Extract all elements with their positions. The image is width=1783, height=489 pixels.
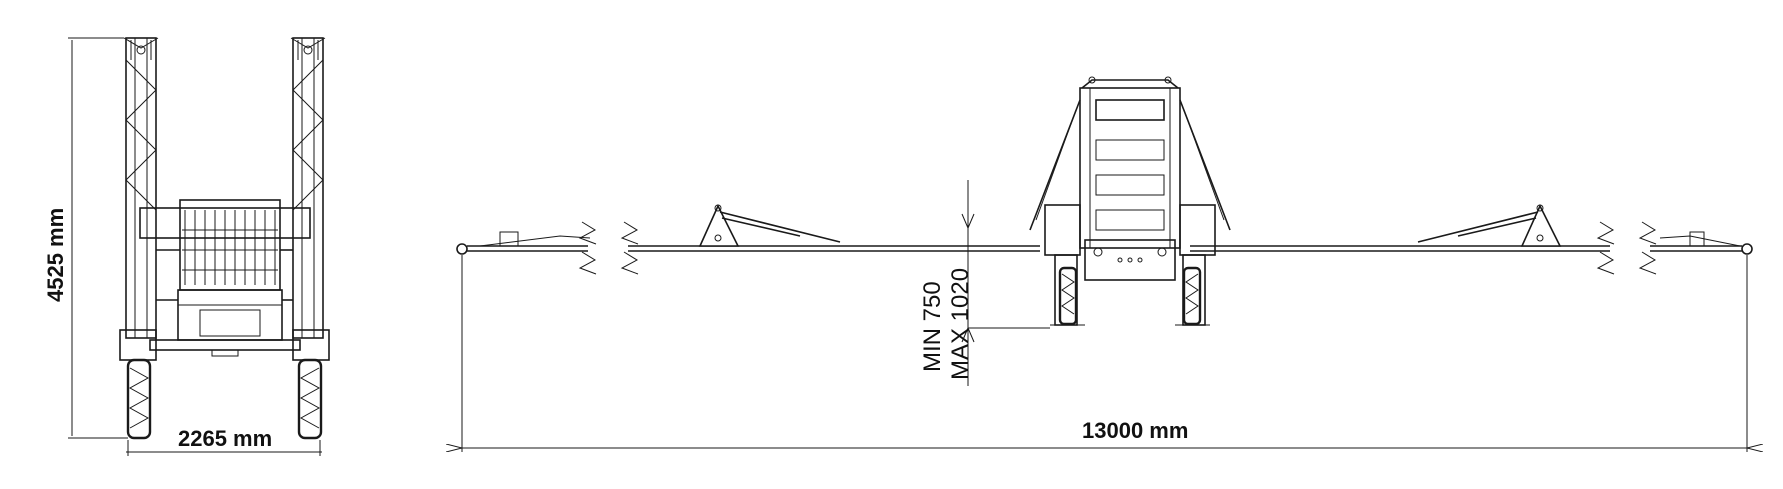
left-wheel <box>119 329 157 440</box>
right-boom-hinge <box>1417 204 1562 247</box>
height-label: 4525 mm <box>43 208 68 302</box>
span-dimension: 13000 mm <box>462 255 1747 452</box>
right-wheel <box>292 329 330 440</box>
central-body <box>139 199 311 357</box>
clearance-dimension: MIN 750 MAX 1020 <box>919 180 1050 386</box>
clearance-min-label: MIN 750 <box>919 281 946 372</box>
center-machine <box>1029 76 1231 326</box>
clearance-max-label: MAX 1020 <box>947 268 974 380</box>
track-width-label: 2265 mm <box>178 426 272 451</box>
left-boom-hinge <box>698 204 841 247</box>
break-marks <box>578 221 1657 275</box>
track-width-dimension: 2265 mm <box>126 426 322 456</box>
front-view <box>119 37 330 440</box>
left-mast <box>123 37 159 339</box>
span-label: 13000 mm <box>1082 418 1188 443</box>
height-dimension: 4525 mm <box>43 37 128 439</box>
rear-view: MIN 750 MAX 1020 13000 mm <box>457 76 1752 452</box>
right-mast <box>290 37 326 339</box>
